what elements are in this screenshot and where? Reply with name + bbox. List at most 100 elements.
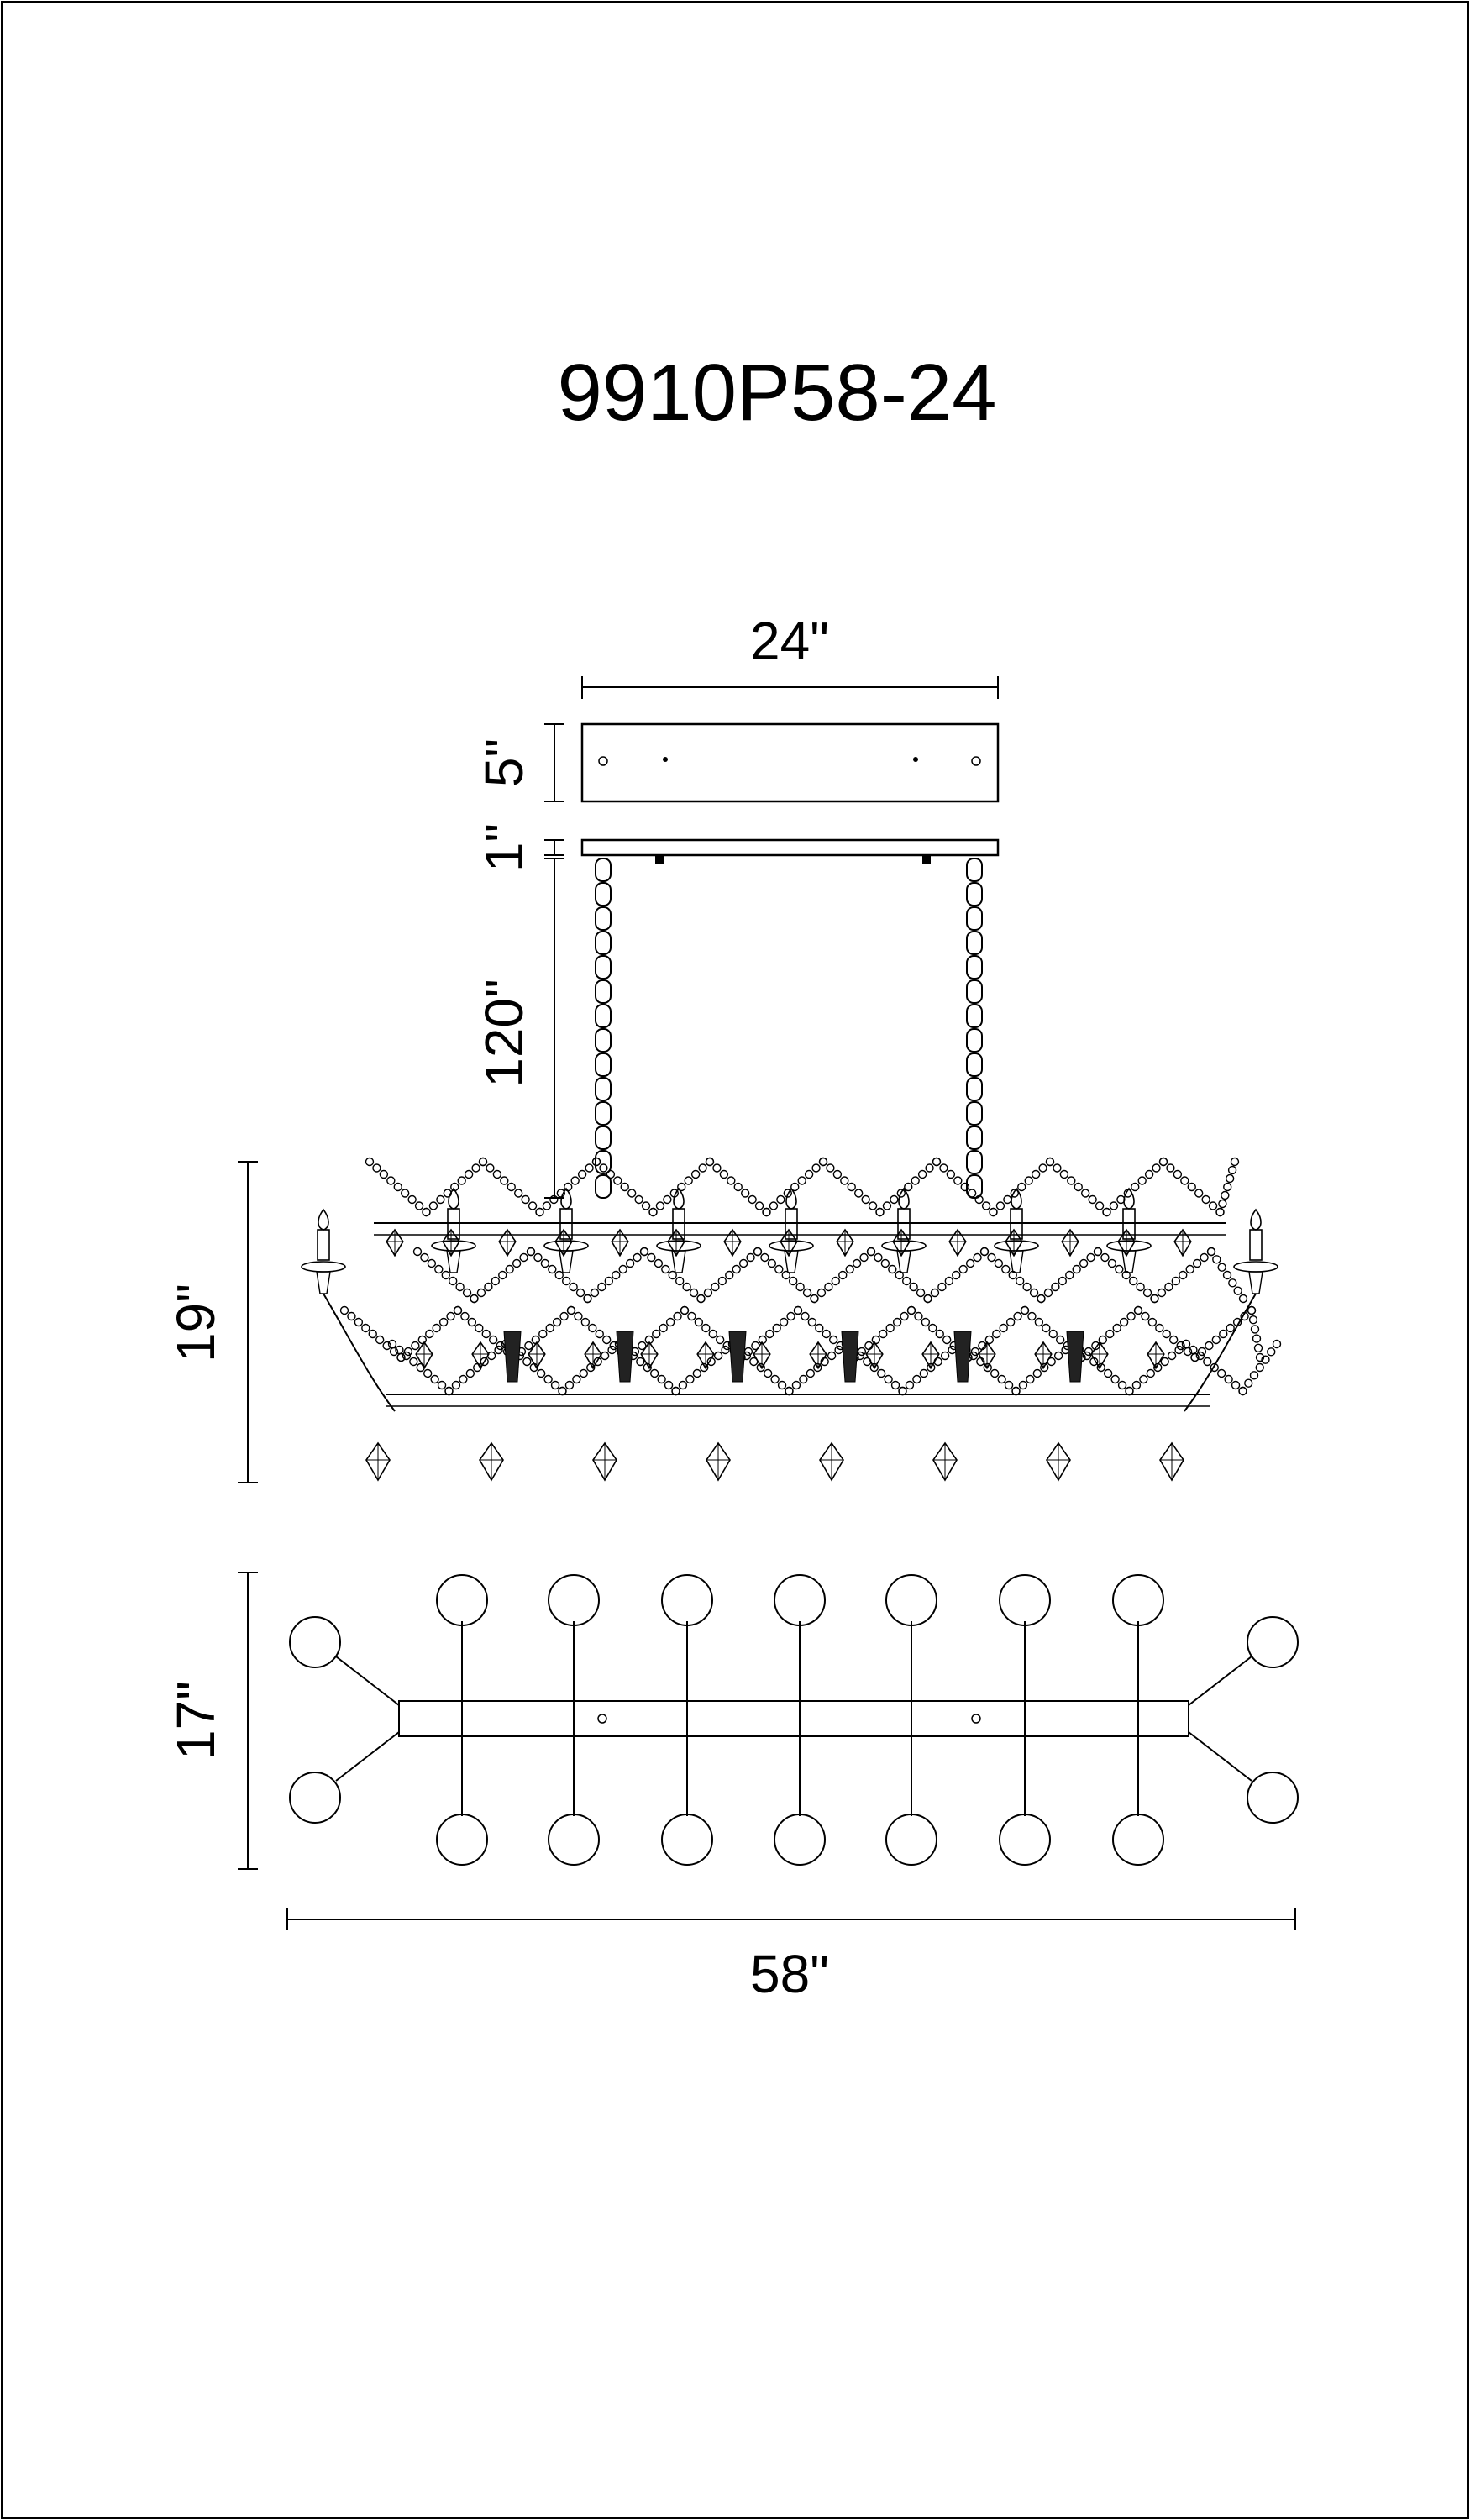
bulb-left-bottom: [289, 1772, 341, 1824]
crystal-bead: [1189, 1345, 1198, 1355]
crystal-bead: [533, 1252, 543, 1263]
crystal-bead: [1250, 1325, 1260, 1334]
bobeche: [1233, 1261, 1278, 1273]
crystal-bead: [1152, 1163, 1161, 1173]
crystal-bead: [379, 1169, 389, 1179]
chandelier-front-view: [301, 1157, 1282, 1482]
crystal-bead: [965, 1258, 975, 1268]
chain-link: [966, 858, 983, 882]
crystal-bead: [1096, 1362, 1105, 1373]
crystal-bead: [690, 1169, 701, 1179]
crystal-bead: [791, 1380, 801, 1390]
crystal-bead: [871, 1335, 881, 1345]
crystal-bead: [898, 1386, 907, 1396]
crystal-bead: [921, 1317, 931, 1327]
crystal-bead: [1003, 1194, 1012, 1205]
model-number: 9910P58-24: [557, 348, 996, 438]
crystal-bead: [992, 1329, 1001, 1339]
crystal-bead: [476, 1288, 486, 1298]
crystal-bead: [448, 1276, 458, 1286]
chain-link: [966, 882, 983, 906]
crystal-bead: [1197, 1347, 1207, 1357]
bobeche: [656, 1240, 701, 1252]
crystal-bead: [455, 1282, 465, 1292]
fixture-width-dimension: 58": [286, 1908, 1296, 2004]
crystal-bead: [1098, 1335, 1108, 1345]
chandelier-top-view: [289, 1574, 1299, 1866]
crystal-bead: [909, 1282, 918, 1292]
crystal-bead: [999, 1323, 1008, 1333]
crystal-bead: [901, 1276, 911, 1286]
crystal-bead: [1185, 1264, 1194, 1274]
crystal-bead: [453, 1305, 463, 1315]
crystal-bead: [827, 1351, 837, 1361]
canopy-height-label: 5": [474, 738, 534, 787]
crystal-bead: [1131, 1182, 1140, 1192]
crystal-bead: [1272, 1339, 1282, 1349]
crystal-bead: [857, 1347, 867, 1357]
crystal-bead: [874, 1252, 883, 1263]
crystal-bead: [1011, 1386, 1021, 1396]
crystal-bead: [488, 1335, 498, 1345]
crystal-bead: [1055, 1335, 1065, 1345]
bulb-left-top: [289, 1616, 341, 1668]
crystal-bead: [400, 1189, 410, 1198]
crystal-bead: [795, 1282, 805, 1292]
crystal-bead: [928, 1323, 937, 1333]
crystal-bead: [859, 1252, 869, 1263]
crystal-bead: [995, 1201, 1005, 1210]
crystal-bead: [797, 1176, 806, 1185]
crystal-bead: [475, 1323, 484, 1333]
crystal-bead: [423, 1368, 433, 1378]
crystal-bead: [1142, 1288, 1152, 1298]
crystal-bead: [719, 1169, 729, 1179]
crystal-bead: [684, 1176, 693, 1185]
crystal-bead: [1205, 1341, 1214, 1351]
crystal-bead: [654, 1258, 664, 1268]
crystal-bead: [781, 1270, 790, 1280]
crystal-bead: [633, 1252, 642, 1263]
crystal-bead: [648, 1207, 658, 1217]
crystal-bead: [432, 1323, 441, 1333]
crystal-bead: [386, 1176, 396, 1185]
crystal-bead: [347, 1311, 356, 1321]
bulb-bottom: [548, 1814, 600, 1866]
crystal-bead: [1255, 1362, 1264, 1373]
crystal-bead: [974, 1194, 984, 1205]
crystal-bead: [425, 1329, 434, 1339]
crystal-pendants: [365, 1228, 1192, 1482]
crystal-bead: [1174, 1345, 1184, 1355]
crystal-bead: [748, 1194, 757, 1205]
crystal-bead: [946, 1169, 956, 1179]
crystal-bead: [698, 1163, 707, 1173]
crystal-bead: [1031, 1169, 1041, 1179]
crystal-bead: [765, 1329, 774, 1339]
crystal-bead: [861, 1194, 870, 1205]
crystal-bead: [987, 1252, 996, 1263]
chain-link: [595, 882, 612, 906]
crystal-bead: [1053, 1351, 1063, 1361]
crystal-bead: [802, 1288, 812, 1298]
crystal-bead: [543, 1374, 553, 1384]
chain-link: [595, 1174, 612, 1199]
crystal-bead: [1080, 1189, 1090, 1198]
crystal-bead: [1147, 1317, 1158, 1327]
crystal-bead: [1219, 1329, 1228, 1339]
crystal-bead: [613, 1176, 622, 1185]
crystal-bead: [659, 1323, 668, 1333]
crystal-bead: [420, 1252, 429, 1263]
crystal-bead: [1020, 1305, 1030, 1315]
chain-link: [966, 1053, 983, 1077]
crystal-bead: [389, 1347, 399, 1357]
crystal-bead: [1027, 1311, 1037, 1321]
crystal-bead: [828, 1335, 838, 1345]
crystal-bead: [486, 1163, 495, 1173]
fixture-height-label: 19": [165, 1284, 226, 1362]
crystal-bead: [816, 1288, 827, 1298]
crystal-bead: [428, 1201, 438, 1210]
bulb-right-top: [1247, 1616, 1299, 1668]
crystal-bead: [738, 1258, 748, 1268]
crystal-bead: [1065, 1270, 1074, 1280]
crystal-bead: [916, 1288, 926, 1298]
chain-length-label: 120": [474, 979, 534, 1088]
